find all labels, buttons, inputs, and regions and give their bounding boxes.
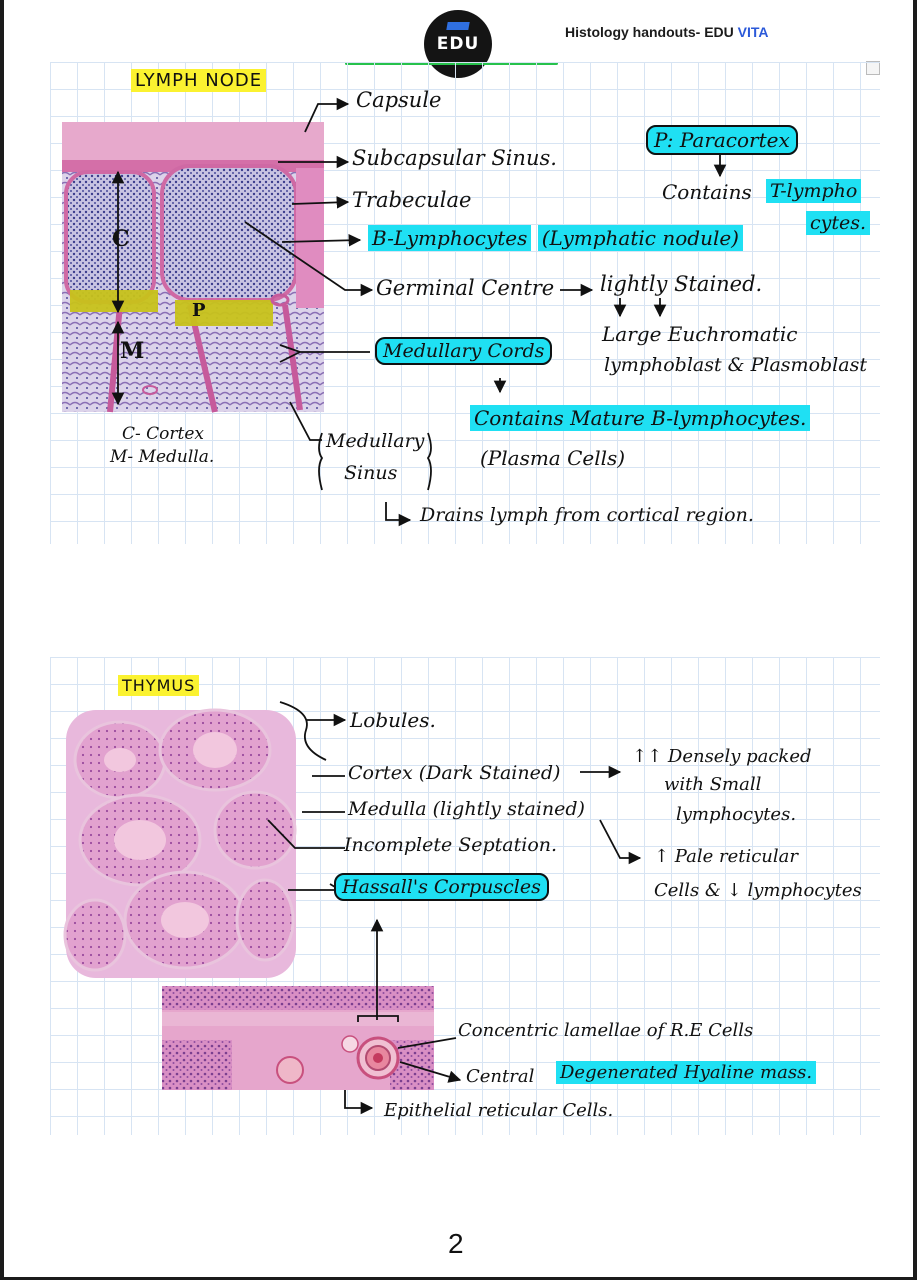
label-lobules: Lobules. xyxy=(350,708,436,732)
legend-medulla: M- Medulla. xyxy=(110,447,215,467)
label-b-lymphocytes: B-Lymphocytes (Lymphatic nodule) xyxy=(368,225,743,251)
t-lympho-text: T-lympho xyxy=(766,179,862,203)
label-central: Central xyxy=(466,1066,535,1087)
cortex-note-3: lymphocytes. xyxy=(676,804,797,825)
germinal-detail-2: lymphoblast & Plasmoblast xyxy=(604,354,867,376)
lymph-node-micrograph xyxy=(62,122,324,413)
label-plasma-cells: (Plasma Cells) xyxy=(480,446,626,470)
label-cortex: Cortex (Dark Stained) xyxy=(348,762,561,784)
marker-cortex: C xyxy=(112,226,130,252)
label-t-lympho: T-lympho xyxy=(766,179,862,203)
label-incomplete-septation: Incomplete Septation. xyxy=(344,834,558,856)
label-medullary-cords: Medullary Cords xyxy=(375,337,553,365)
page-number: 2 xyxy=(448,1228,464,1259)
cords-contains-text: Contains Mature B-lymphocytes. xyxy=(470,405,811,431)
label-hassalls-corpuscles: Hassall's Corpuscles xyxy=(334,873,549,901)
thymus-micrograph xyxy=(63,708,297,978)
germinal-detail-1: Large Euchromatic xyxy=(602,322,798,346)
lymph-node-title: LYMPH NODE xyxy=(131,69,267,92)
header-title-main: Histology handouts- EDU xyxy=(565,24,738,40)
b-lymphocytes-text: B-Lymphocytes xyxy=(368,225,532,251)
label-medullary-sinus-1: Medullary xyxy=(326,430,425,452)
header-title-brand: VITA xyxy=(737,24,769,40)
label-trabeculae: Trabeculae xyxy=(352,188,472,212)
medulla-note-1: ↑ Pale reticular xyxy=(654,846,798,867)
label-capsule: Capsule xyxy=(356,88,442,112)
label-subcapsular-sinus: Subcapsular Sinus. xyxy=(352,146,557,170)
label-concentric-lamellae: Concentric lamellae of R.E Cells xyxy=(458,1020,754,1041)
medullary-cords-text: Medullary Cords xyxy=(375,337,553,365)
label-epithelial-reticular: Epithelial reticular Cells. xyxy=(384,1100,614,1121)
label-medulla: Medulla (lightly stained) xyxy=(348,798,585,820)
legend-cortex: C- Cortex xyxy=(122,424,205,444)
cortex-note-2: with Small xyxy=(664,774,762,795)
lymph-node-title-text: LYMPH NODE xyxy=(131,69,267,92)
label-paracortex: P: Paracortex xyxy=(646,125,798,155)
degenerated-text: Degenerated Hyaline mass. xyxy=(556,1061,817,1084)
germinal-lightly-stained: lightly Stained. xyxy=(600,272,763,296)
hassalls-corpuscles-text: Hassall's Corpuscles xyxy=(334,873,549,901)
label-medullary-sinus-2: Sinus xyxy=(344,462,398,484)
hassall-micrograph xyxy=(162,986,434,1090)
thymus-title: THYMUS xyxy=(118,675,200,696)
marker-paracortex: P xyxy=(192,300,206,321)
medulla-note-2: Cells & ↓ lymphocytes xyxy=(654,880,862,901)
page-header-title: Histology handouts- EDU VITA xyxy=(565,24,769,40)
paracortex-text: P: Paracortex xyxy=(646,125,798,155)
cortex-note-1: ↑↑ Densely packed xyxy=(632,746,812,767)
logo-text: EDU xyxy=(436,34,480,54)
cords-contains: Contains Mature B-lymphocytes. xyxy=(470,405,811,431)
t-cytes-text: cytes. xyxy=(806,211,871,235)
thymus-title-text: THYMUS xyxy=(118,675,200,696)
label-germinal-centre: Germinal Centre xyxy=(376,276,555,300)
label-degenerated: Degenerated Hyaline mass. xyxy=(556,1061,817,1084)
label-t-cytes: cytes. xyxy=(806,211,871,235)
marker-medulla: M xyxy=(120,338,145,364)
label-drains-lymph: Drains lymph from cortical region. xyxy=(420,504,754,526)
label-contains: Contains xyxy=(662,180,752,204)
lymphatic-nodule-text: (Lymphatic nodule) xyxy=(537,225,743,251)
